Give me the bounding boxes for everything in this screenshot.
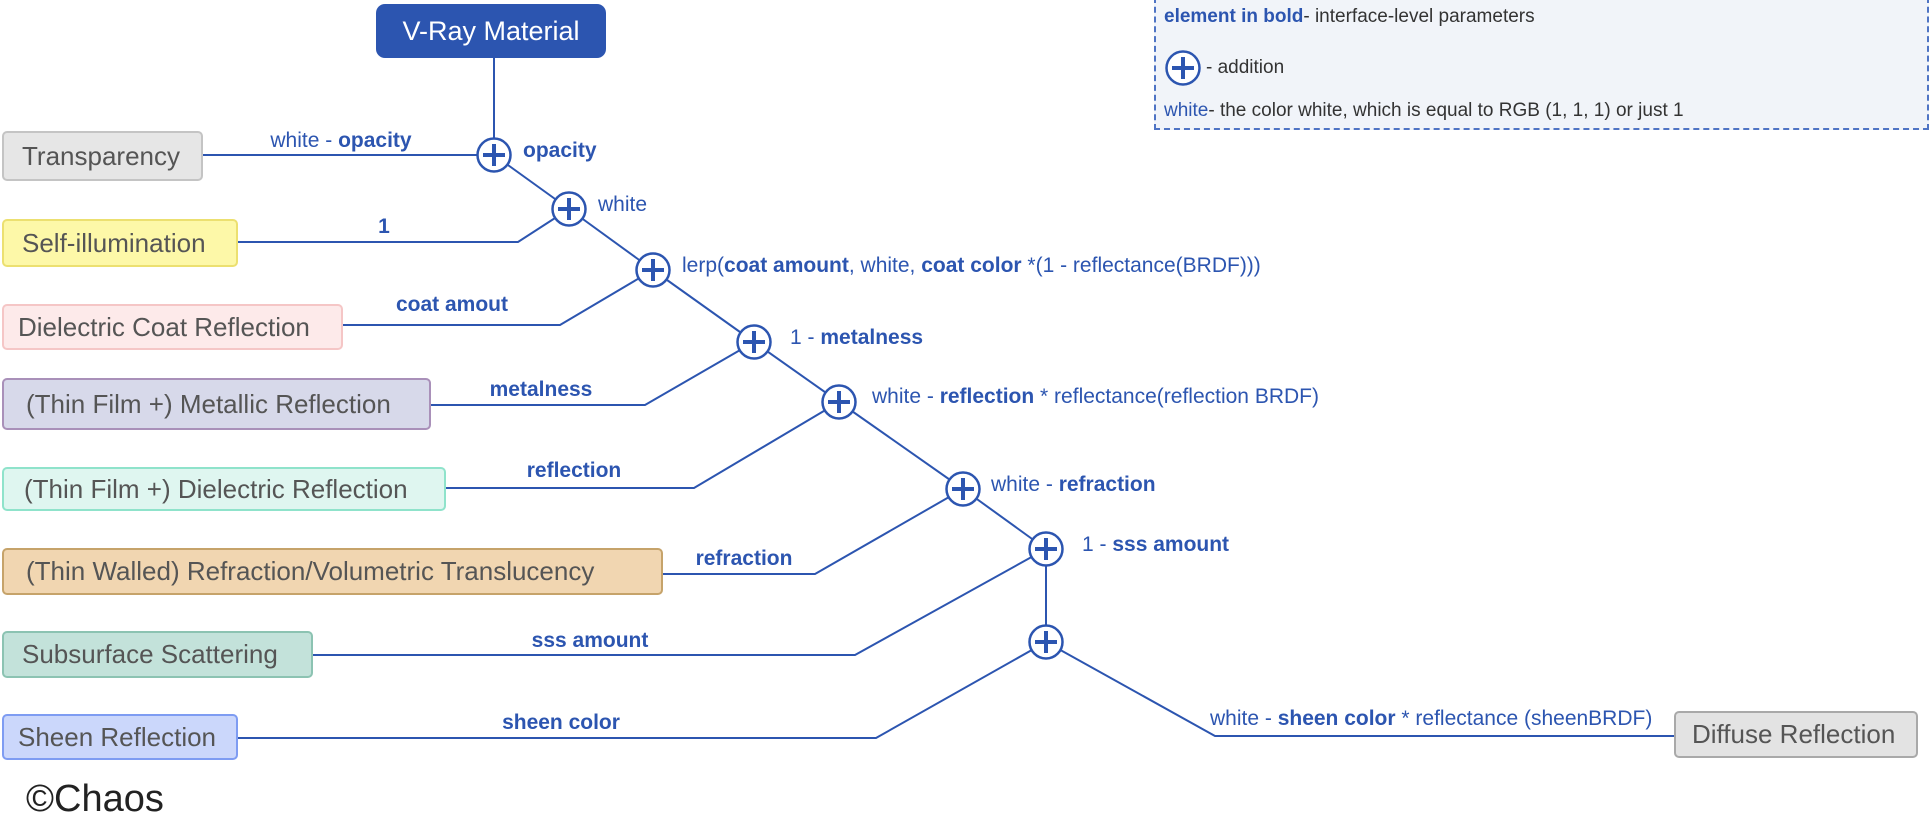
metallic-reflection-node: (Thin Film +) Metallic Reflection <box>2 378 431 430</box>
plus-circle-icon <box>476 137 512 173</box>
v-ray-material-node: V-Ray Material <box>376 4 606 58</box>
plus-circle-icon <box>635 252 671 288</box>
edge-label-sss-amount: sss amount <box>531 629 649 652</box>
plus-circle-icon <box>551 191 587 227</box>
sheen-reflection-node: Sheen Reflection <box>2 714 238 760</box>
junction-label-sss-amount: 1 - sss amount <box>1082 533 1230 556</box>
edge-label-reflection: reflection <box>526 459 622 482</box>
self-illumination-node: Self-illumination <box>2 219 238 267</box>
plus-circle-icon <box>945 471 981 507</box>
junction-label-lerp: lerp(coat amount, white, coat color *(1 … <box>682 254 1261 277</box>
legend-row-bold: element in bold - interface-level parame… <box>1164 6 1535 27</box>
wire-dielectric <box>446 401 840 489</box>
wire-dielectric-coat <box>343 269 654 326</box>
plus-circle-icon <box>1028 624 1064 660</box>
legend-row-white: white - the color white, which is equal … <box>1164 100 1684 121</box>
transparency-label: Transparency <box>22 140 180 171</box>
junction-label-refraction: white - refraction <box>991 473 1156 496</box>
plus-circle-icon <box>1165 50 1201 86</box>
edge-label-sheen-color: sheen color <box>502 711 620 734</box>
junction-label-sheen-color: white - sheen color * reflectance (sheen… <box>1210 707 1653 730</box>
dielectric-reflection-label: (Thin Film +) Dielectric Reflection <box>24 473 408 504</box>
diffuse-reflection-node: Diffuse Reflection <box>1674 711 1918 758</box>
junction-label-white: white <box>598 193 648 216</box>
refraction-translucency-label: (Thin Walled) Refraction/Volumetric Tran… <box>26 556 595 586</box>
junction-label-reflection: white - reflection * reflectance(reflect… <box>872 385 1319 408</box>
legend-row-addition: - addition <box>1164 49 1284 87</box>
subsurface-scattering-label: Subsurface Scattering <box>22 639 278 669</box>
junction-label-opacity: opacity <box>523 139 597 162</box>
wire-diffuse <box>1045 641 1674 737</box>
plus-circle-icon <box>821 384 857 420</box>
self-illumination-label: Self-illumination <box>22 227 206 258</box>
wire-sss <box>313 548 1047 656</box>
dielectric-coat-reflection-node: Dielectric Coat Reflection <box>2 304 343 350</box>
wire-j3-j4 <box>652 269 755 343</box>
legend-panel: element in bold - interface-level parame… <box>1154 0 1929 130</box>
plus-circle-icon <box>736 324 772 360</box>
diffuse-reflection-label: Diffuse Reflection <box>1692 719 1896 749</box>
refraction-translucency-node: (Thin Walled) Refraction/Volumetric Tran… <box>2 548 663 595</box>
junction-label-metalness: 1 - metalness <box>790 326 924 349</box>
edge-label-coat-amout: coat amout <box>395 293 509 316</box>
copyright-text: ©Chaos <box>26 778 164 820</box>
metallic-reflection-label: (Thin Film +) Metallic Reflection <box>26 388 391 419</box>
plus-circle-icon <box>1028 531 1064 567</box>
edge-label-opacity: white - opacity <box>270 129 412 152</box>
wire-metallic <box>431 341 755 406</box>
subsurface-scattering-node: Subsurface Scattering <box>2 631 313 678</box>
wire-sheen <box>238 641 1047 739</box>
transparency-node: Transparency <box>2 131 203 181</box>
edge-label-self-illumination: 1 <box>378 215 390 238</box>
edge-label-refraction: refraction <box>695 547 793 570</box>
wire-refraction <box>663 488 964 575</box>
wire-self-illumination <box>238 208 570 243</box>
edge-label-metalness: metalness <box>489 378 593 401</box>
wire-j5-j6 <box>838 401 964 490</box>
sheen-reflection-label: Sheen Reflection <box>18 721 217 752</box>
v-ray-material-label: V-Ray Material <box>402 15 580 46</box>
dielectric-reflection-node: (Thin Film +) Dielectric Reflection <box>2 467 446 511</box>
dielectric-coat-reflection-label: Dielectric Coat Reflection <box>18 311 310 342</box>
